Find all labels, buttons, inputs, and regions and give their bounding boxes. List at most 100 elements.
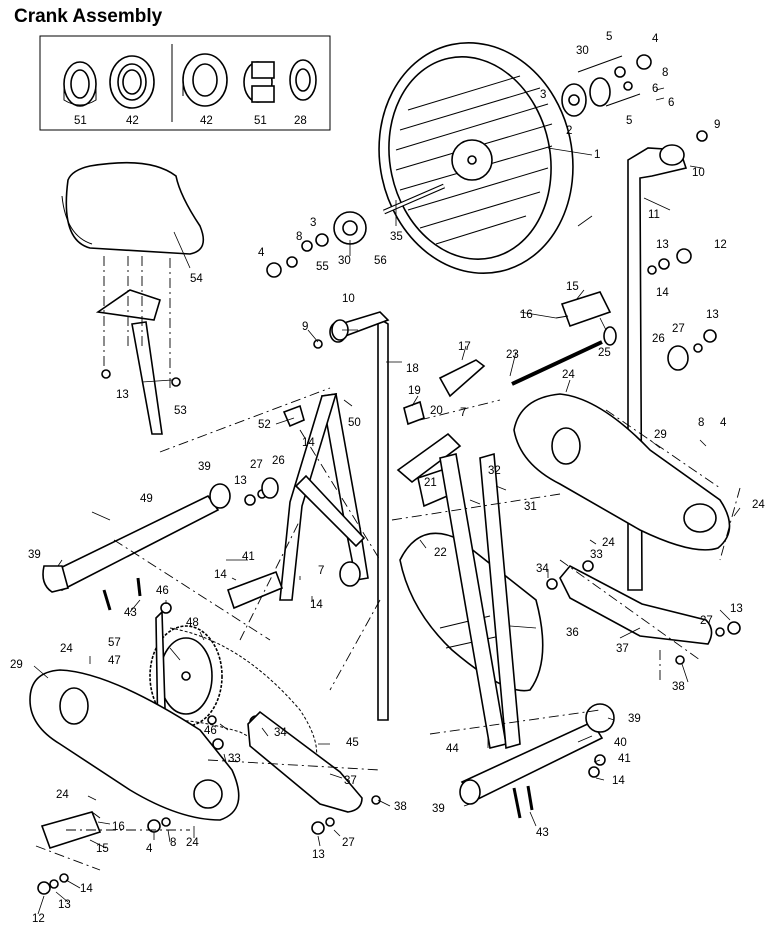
callout-14f: 14: [80, 883, 93, 895]
callout-labels: 51 42 42 51 28: [74, 115, 307, 127]
cap-9-left: [313, 339, 323, 349]
bolt-43-front-b: [136, 577, 142, 597]
callout-27a: 27: [672, 323, 685, 335]
callout-12b: 12: [32, 913, 45, 925]
flywheel-hub-2: [561, 77, 611, 117]
washer-27-left-arm: [325, 817, 335, 827]
callout-43a: 43: [124, 607, 137, 619]
nut-6-a: [623, 81, 633, 91]
callout-13c: 13: [116, 389, 129, 401]
knob-52: [282, 404, 305, 428]
leader-lines: [33, 87, 741, 915]
callout-21: 21: [424, 477, 437, 489]
callout-1: 1: [594, 149, 600, 161]
washer-8-top: [614, 66, 626, 78]
callout-14d: 14: [310, 599, 323, 611]
callout-33b: 33: [228, 753, 241, 765]
callout-35: 35: [390, 231, 403, 243]
nut-4-top: [636, 54, 652, 70]
freewheel-sprocket-56: [333, 211, 367, 245]
callout-13e: 13: [730, 603, 743, 615]
callout-31: 31: [524, 501, 537, 513]
flywheel: [378, 41, 574, 275]
axle-35: [383, 183, 445, 215]
callout-8d: 8: [170, 837, 176, 849]
callout-11: 11: [648, 209, 660, 221]
callout-48: 48: [186, 617, 199, 629]
nut-13-left: [49, 879, 59, 889]
assembly-guide-lines: [35, 387, 741, 871]
callout-19: 19: [408, 385, 421, 397]
callout-53: 53: [174, 405, 187, 417]
callout-10b: 10: [342, 293, 355, 305]
callout-13d: 13: [234, 475, 247, 487]
callout-39c: 39: [628, 713, 641, 725]
callout-5b: 5: [626, 115, 632, 127]
inset-label-51-right: 51: [254, 115, 267, 127]
callout-44: 44: [446, 743, 459, 755]
nut-13-right: [703, 329, 717, 343]
callout-27b: 27: [250, 459, 263, 471]
nut-46-bottom: [207, 715, 217, 725]
nut-4: [266, 262, 282, 278]
callout-23: 23: [506, 349, 519, 361]
callout-45: 45: [346, 737, 359, 749]
callout-13a: 13: [656, 239, 669, 251]
callout-15a: 15: [566, 281, 579, 293]
bushing-51-right: [243, 61, 275, 103]
callout-27c: 27: [700, 615, 713, 627]
callout-16b: 16: [112, 821, 125, 833]
bolt-43-front-a: [102, 589, 112, 611]
bolt-5-bottom: [605, 93, 641, 107]
callout-40: 40: [614, 737, 627, 749]
seat-post-53: [95, 289, 163, 435]
nut-33-left: [212, 738, 224, 750]
callout-30b: 30: [338, 255, 351, 267]
callout-39d: 39: [432, 803, 445, 815]
callout-47: 47: [108, 655, 121, 667]
callout-39a: 39: [198, 461, 211, 473]
callout-41a: 41: [242, 551, 255, 563]
nut-28: [289, 59, 317, 101]
inset-label-51-left: 51: [74, 115, 87, 127]
cap-9-top: [696, 130, 708, 142]
callout-41b: 41: [618, 753, 631, 765]
callout-7b: 7: [318, 565, 324, 577]
washer-27-right: [693, 343, 703, 353]
nut-13-seat-b: [171, 377, 181, 387]
callout-8c: 8: [698, 417, 704, 429]
nut-13-arm: [727, 621, 741, 635]
bracket-41: [226, 570, 284, 610]
callout-4d: 4: [146, 843, 153, 855]
nut-33-right: [582, 560, 594, 572]
callout-36: 36: [566, 627, 579, 639]
callout-24b: 24: [752, 499, 765, 511]
callout-49: 49: [140, 493, 153, 505]
crank-arm-37-left: [247, 710, 363, 813]
washer-14-rear: [588, 766, 600, 778]
brake-block-17: [438, 359, 486, 398]
washer-14-handle: [647, 265, 657, 275]
callout-2: 2: [566, 125, 572, 137]
crank-axle-23: [511, 340, 603, 386]
callout-13b: 13: [706, 309, 719, 321]
crank-arm-37-right: [559, 564, 713, 645]
callout-38a: 38: [672, 681, 685, 693]
callout-33a: 33: [590, 549, 603, 561]
callout-26a: 26: [652, 333, 665, 345]
callout-8b: 8: [296, 231, 302, 243]
washer-8: [286, 256, 298, 268]
callout-6a: 6: [652, 83, 658, 95]
callout-8a: 8: [662, 67, 668, 79]
callout-5a: 5: [606, 31, 612, 43]
callout-14e: 14: [612, 775, 625, 787]
frame-seat-tube-18: [279, 311, 390, 721]
callout-10a: 10: [692, 167, 705, 179]
spacer-26-right: [667, 345, 689, 371]
washer-8-left: [161, 817, 171, 827]
callout-4a: 4: [652, 33, 659, 45]
nut-13-seat-a: [101, 369, 111, 379]
cap-12: [676, 248, 692, 264]
